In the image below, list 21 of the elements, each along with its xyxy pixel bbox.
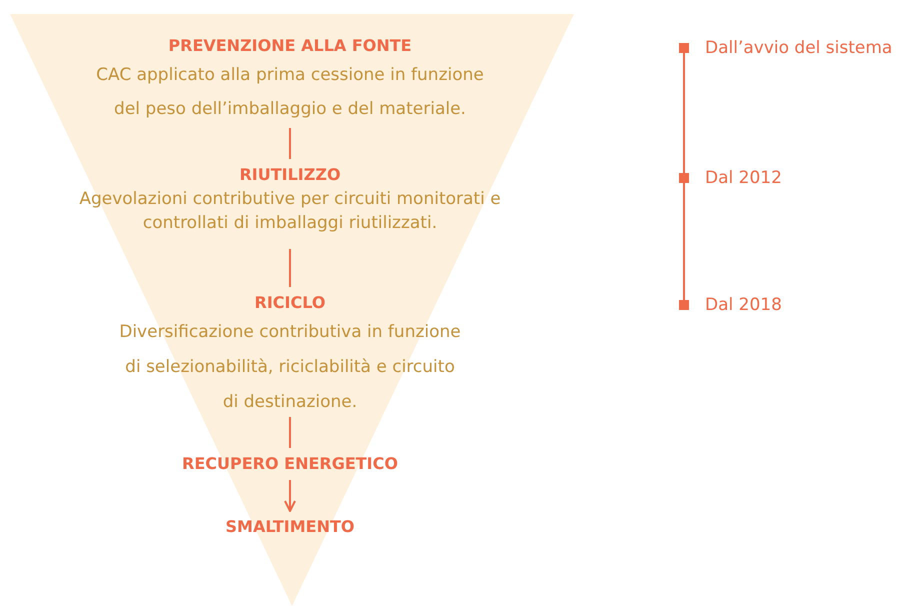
level-heading: RIUTILIZZO <box>238 164 342 186</box>
level-description: Diversificazione contributiva in funzione di selezionabilità, riciclabilità e circuito di destinazione. <box>118 321 462 414</box>
timeline-label: Dal 2018 <box>705 294 782 316</box>
connector-line <box>289 417 291 448</box>
level-description: CAC applicato alla prima cessione in funzione del peso dell’imballaggio e del materiale. <box>95 64 485 121</box>
timeline-label: Dall’avvio del sistema <box>705 37 892 59</box>
level-heading: RECUPERO ENERGETICO <box>181 453 399 475</box>
connector-line <box>289 249 291 287</box>
level-description: Agevolazioni contributive per circuiti monitorati e controllati di imballaggi riutilizzati. <box>78 188 502 235</box>
timeline-marker <box>679 173 689 183</box>
timeline-marker <box>679 300 689 310</box>
timeline-line <box>683 183 685 300</box>
funnel-triangle <box>10 14 574 606</box>
arrow <box>284 480 296 512</box>
timeline-label: Dal 2012 <box>705 167 782 189</box>
level-heading: PREVENZIONE ALLA FONTE <box>167 35 413 57</box>
level-heading: SMALTIMENTO <box>224 516 356 538</box>
timeline-line <box>683 53 685 173</box>
level-heading: RICICLO <box>254 292 326 314</box>
connector-line <box>289 128 291 159</box>
timeline-marker <box>679 43 689 53</box>
